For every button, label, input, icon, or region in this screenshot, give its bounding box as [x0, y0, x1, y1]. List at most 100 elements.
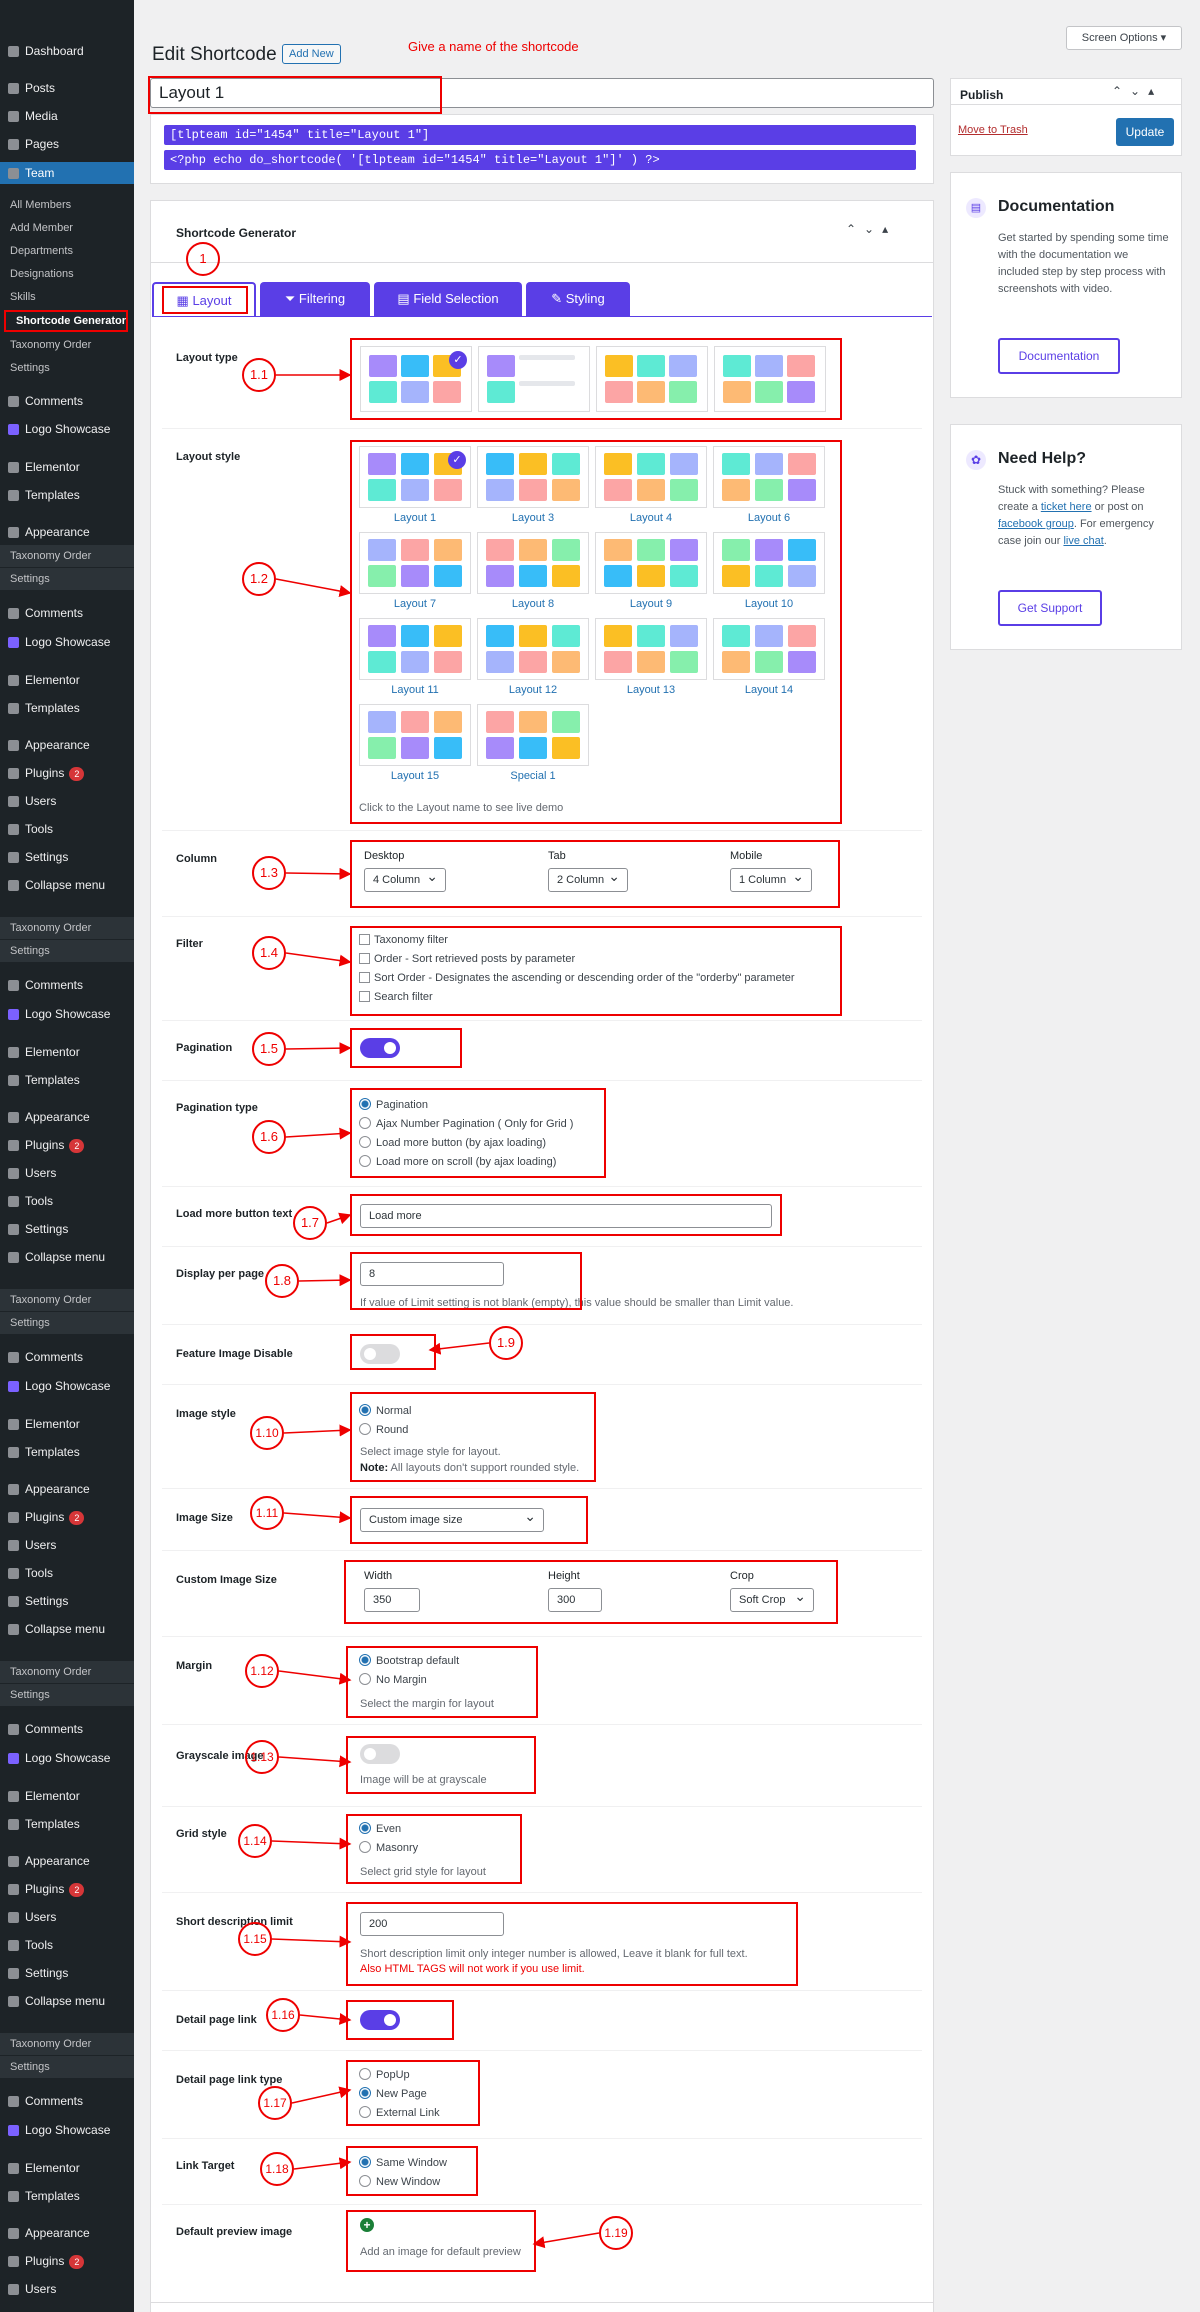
collapse-menu-button[interactable]: Collapse menu — [0, 1990, 134, 2012]
sidebar-item-elementor[interactable]: Elementor — [0, 1413, 134, 1435]
add-image-icon[interactable]: + — [360, 2218, 374, 2232]
sidebar-item-tools[interactable]: Tools — [0, 1562, 134, 1584]
radio-icon[interactable] — [359, 1841, 371, 1853]
per-page-input[interactable]: 8 — [360, 1262, 504, 1286]
layout-name-link[interactable]: Layout 11 — [391, 684, 439, 696]
layout-style-option[interactable] — [713, 618, 825, 680]
layout-name-link[interactable]: Layout 1 — [393, 512, 437, 524]
crop-select[interactable]: Soft Crop — [730, 1585, 814, 1612]
layout-name-link[interactable]: Layout 13 — [626, 684, 676, 696]
image-style-option[interactable]: Round — [359, 1423, 408, 1436]
sidebar-item-taxonomy-order[interactable]: Taxonomy Order — [0, 2033, 134, 2055]
sidebar-item-tools[interactable]: Tools — [0, 1190, 134, 1212]
radio-selected-icon[interactable] — [359, 2087, 371, 2099]
update-button[interactable]: Update — [1116, 118, 1174, 146]
link-target-option[interactable]: Same Window — [359, 2156, 447, 2169]
sidebar-item-appearance[interactable]: Appearance — [0, 2222, 134, 2244]
live-chat-link[interactable]: live chat — [1063, 535, 1104, 547]
collapse-menu-button[interactable]: Collapse menu — [0, 1618, 134, 1640]
sidebar-item-appearance[interactable]: Appearance — [0, 734, 134, 756]
sidebar-item-settings[interactable]: Settings — [0, 1962, 134, 1984]
sidebar-item-tools[interactable]: Tools — [0, 1934, 134, 1956]
radio-icon[interactable] — [359, 1117, 371, 1129]
layout-style-option[interactable] — [477, 618, 589, 680]
layout-style-option[interactable] — [359, 618, 471, 680]
sidebar-item-comments[interactable]: Comments — [0, 2090, 134, 2112]
sidebar-item-appearance[interactable]: Appearance — [0, 1478, 134, 1500]
layout-style-option[interactable] — [477, 532, 589, 594]
sidebar-item-templates[interactable]: Templates — [0, 1069, 134, 1091]
margin-option[interactable]: Bootstrap default — [359, 1654, 459, 1667]
layout-name-link[interactable]: Layout 12 — [508, 684, 558, 696]
sidebar-item-comments[interactable]: Comments — [0, 390, 134, 412]
php-code-line[interactable]: <?php echo do_shortcode( '[tlpteam id="1… — [164, 150, 916, 170]
sidebar-item-templates[interactable]: Templates — [0, 2185, 134, 2207]
layout-name-link[interactable]: Layout 6 — [747, 512, 791, 524]
image-style-option[interactable]: Normal — [359, 1404, 411, 1417]
radio-icon[interactable] — [359, 2106, 371, 2118]
sidebar-item-elementor[interactable]: Elementor — [0, 2157, 134, 2179]
sidebar-item-logo-showcase[interactable]: Logo Showcase — [0, 631, 134, 653]
radio-icon[interactable] — [359, 1155, 371, 1167]
width-input[interactable]: 350 — [364, 1588, 420, 1612]
col-tab-select[interactable]: 2 Column — [548, 865, 628, 892]
sidebar-item-templates[interactable]: Templates — [0, 1441, 134, 1463]
col-mobile-select[interactable]: 1 Column — [730, 865, 812, 892]
pagination-type-option[interactable]: Pagination — [359, 1098, 428, 1111]
sidebar-item-comments[interactable]: Comments — [0, 1718, 134, 1740]
sidebar-item-team[interactable]: Team — [0, 162, 134, 184]
height-input[interactable]: 300 — [548, 1588, 602, 1612]
collapse-menu-button[interactable]: Collapse menu — [0, 1246, 134, 1268]
sidebar-item-team-sub[interactable]: Skills — [0, 286, 134, 308]
sidebar-item-team-sub[interactable]: Shortcode Generator — [4, 310, 128, 332]
grid-style-option[interactable]: Masonry — [359, 1841, 418, 1854]
tab-styling[interactable]: ✎ Styling — [526, 282, 630, 316]
sidebar-item-appearance[interactable]: Appearance — [0, 1850, 134, 1872]
detail-type-option[interactable]: New Page — [359, 2087, 427, 2100]
sidebar-item-users[interactable]: Users — [0, 1534, 134, 1556]
sidebar-item-logo-showcase[interactable]: Logo Showcase — [0, 1375, 134, 1397]
sidebar-item-users[interactable]: Users — [0, 2278, 134, 2300]
sidebar-item-templates[interactable]: Templates — [0, 1813, 134, 1835]
sidebar-item-taxonomy-order[interactable]: Taxonomy Order — [0, 545, 134, 567]
sidebar-item-settings[interactable]: Settings — [0, 568, 134, 590]
layout-style-option[interactable] — [477, 446, 589, 508]
radio-selected-icon[interactable] — [359, 1098, 371, 1110]
filter-option[interactable]: Order - Sort retrieved posts by paramete… — [359, 953, 575, 965]
layout-type-option[interactable]: ✓ — [360, 346, 472, 412]
sidebar-item-logo-showcase[interactable]: Logo Showcase — [0, 2119, 134, 2141]
checkbox-icon[interactable] — [359, 972, 370, 983]
move-to-trash-link[interactable]: Move to Trash — [958, 124, 1028, 136]
sidebar-item-team-sub[interactable]: Taxonomy Order — [0, 334, 134, 356]
sidebar-item-team-sub[interactable]: Add Member — [0, 217, 134, 239]
screen-options-button[interactable]: Screen Options ▾ — [1066, 26, 1182, 50]
shortcode-name-input[interactable]: Layout 1 — [150, 78, 934, 108]
pagination-type-option[interactable]: Load more on scroll (by ajax loading) — [359, 1155, 556, 1168]
sidebar-item-templates[interactable]: Templates — [0, 484, 134, 506]
sidebar-item-settings[interactable]: Settings — [0, 2056, 134, 2078]
layout-name-link[interactable]: Layout 10 — [744, 598, 794, 610]
grayscale-toggle[interactable] — [360, 1744, 400, 1764]
col-desktop-select[interactable]: 4 Column — [364, 865, 446, 892]
radio-selected-icon[interactable] — [359, 1654, 371, 1666]
sidebar-item-posts[interactable]: Posts — [0, 77, 134, 99]
checkbox-icon[interactable] — [359, 953, 370, 964]
sidebar-item-dashboard[interactable]: Dashboard — [0, 40, 134, 62]
tab-field-selection[interactable]: ▤ Field Selection — [374, 282, 522, 316]
sidebar-item-team-sub[interactable]: Departments — [0, 240, 134, 262]
documentation-button[interactable]: Documentation — [998, 338, 1120, 374]
sidebar-item-logo-showcase[interactable]: Logo Showcase — [0, 418, 134, 440]
sidebar-item-tools[interactable]: Tools — [0, 818, 134, 840]
layout-style-option[interactable] — [477, 704, 589, 766]
margin-option[interactable]: No Margin — [359, 1673, 427, 1686]
detail-type-option[interactable]: PopUp — [359, 2068, 410, 2081]
layout-type-option[interactable] — [714, 346, 826, 412]
shortcode-code-line[interactable]: [tlpteam id="1454" title="Layout 1"] — [164, 125, 916, 145]
layout-name-link[interactable]: Layout 4 — [629, 512, 673, 524]
layout-name-link[interactable]: Layout 3 — [511, 512, 555, 524]
layout-style-option[interactable] — [595, 618, 707, 680]
